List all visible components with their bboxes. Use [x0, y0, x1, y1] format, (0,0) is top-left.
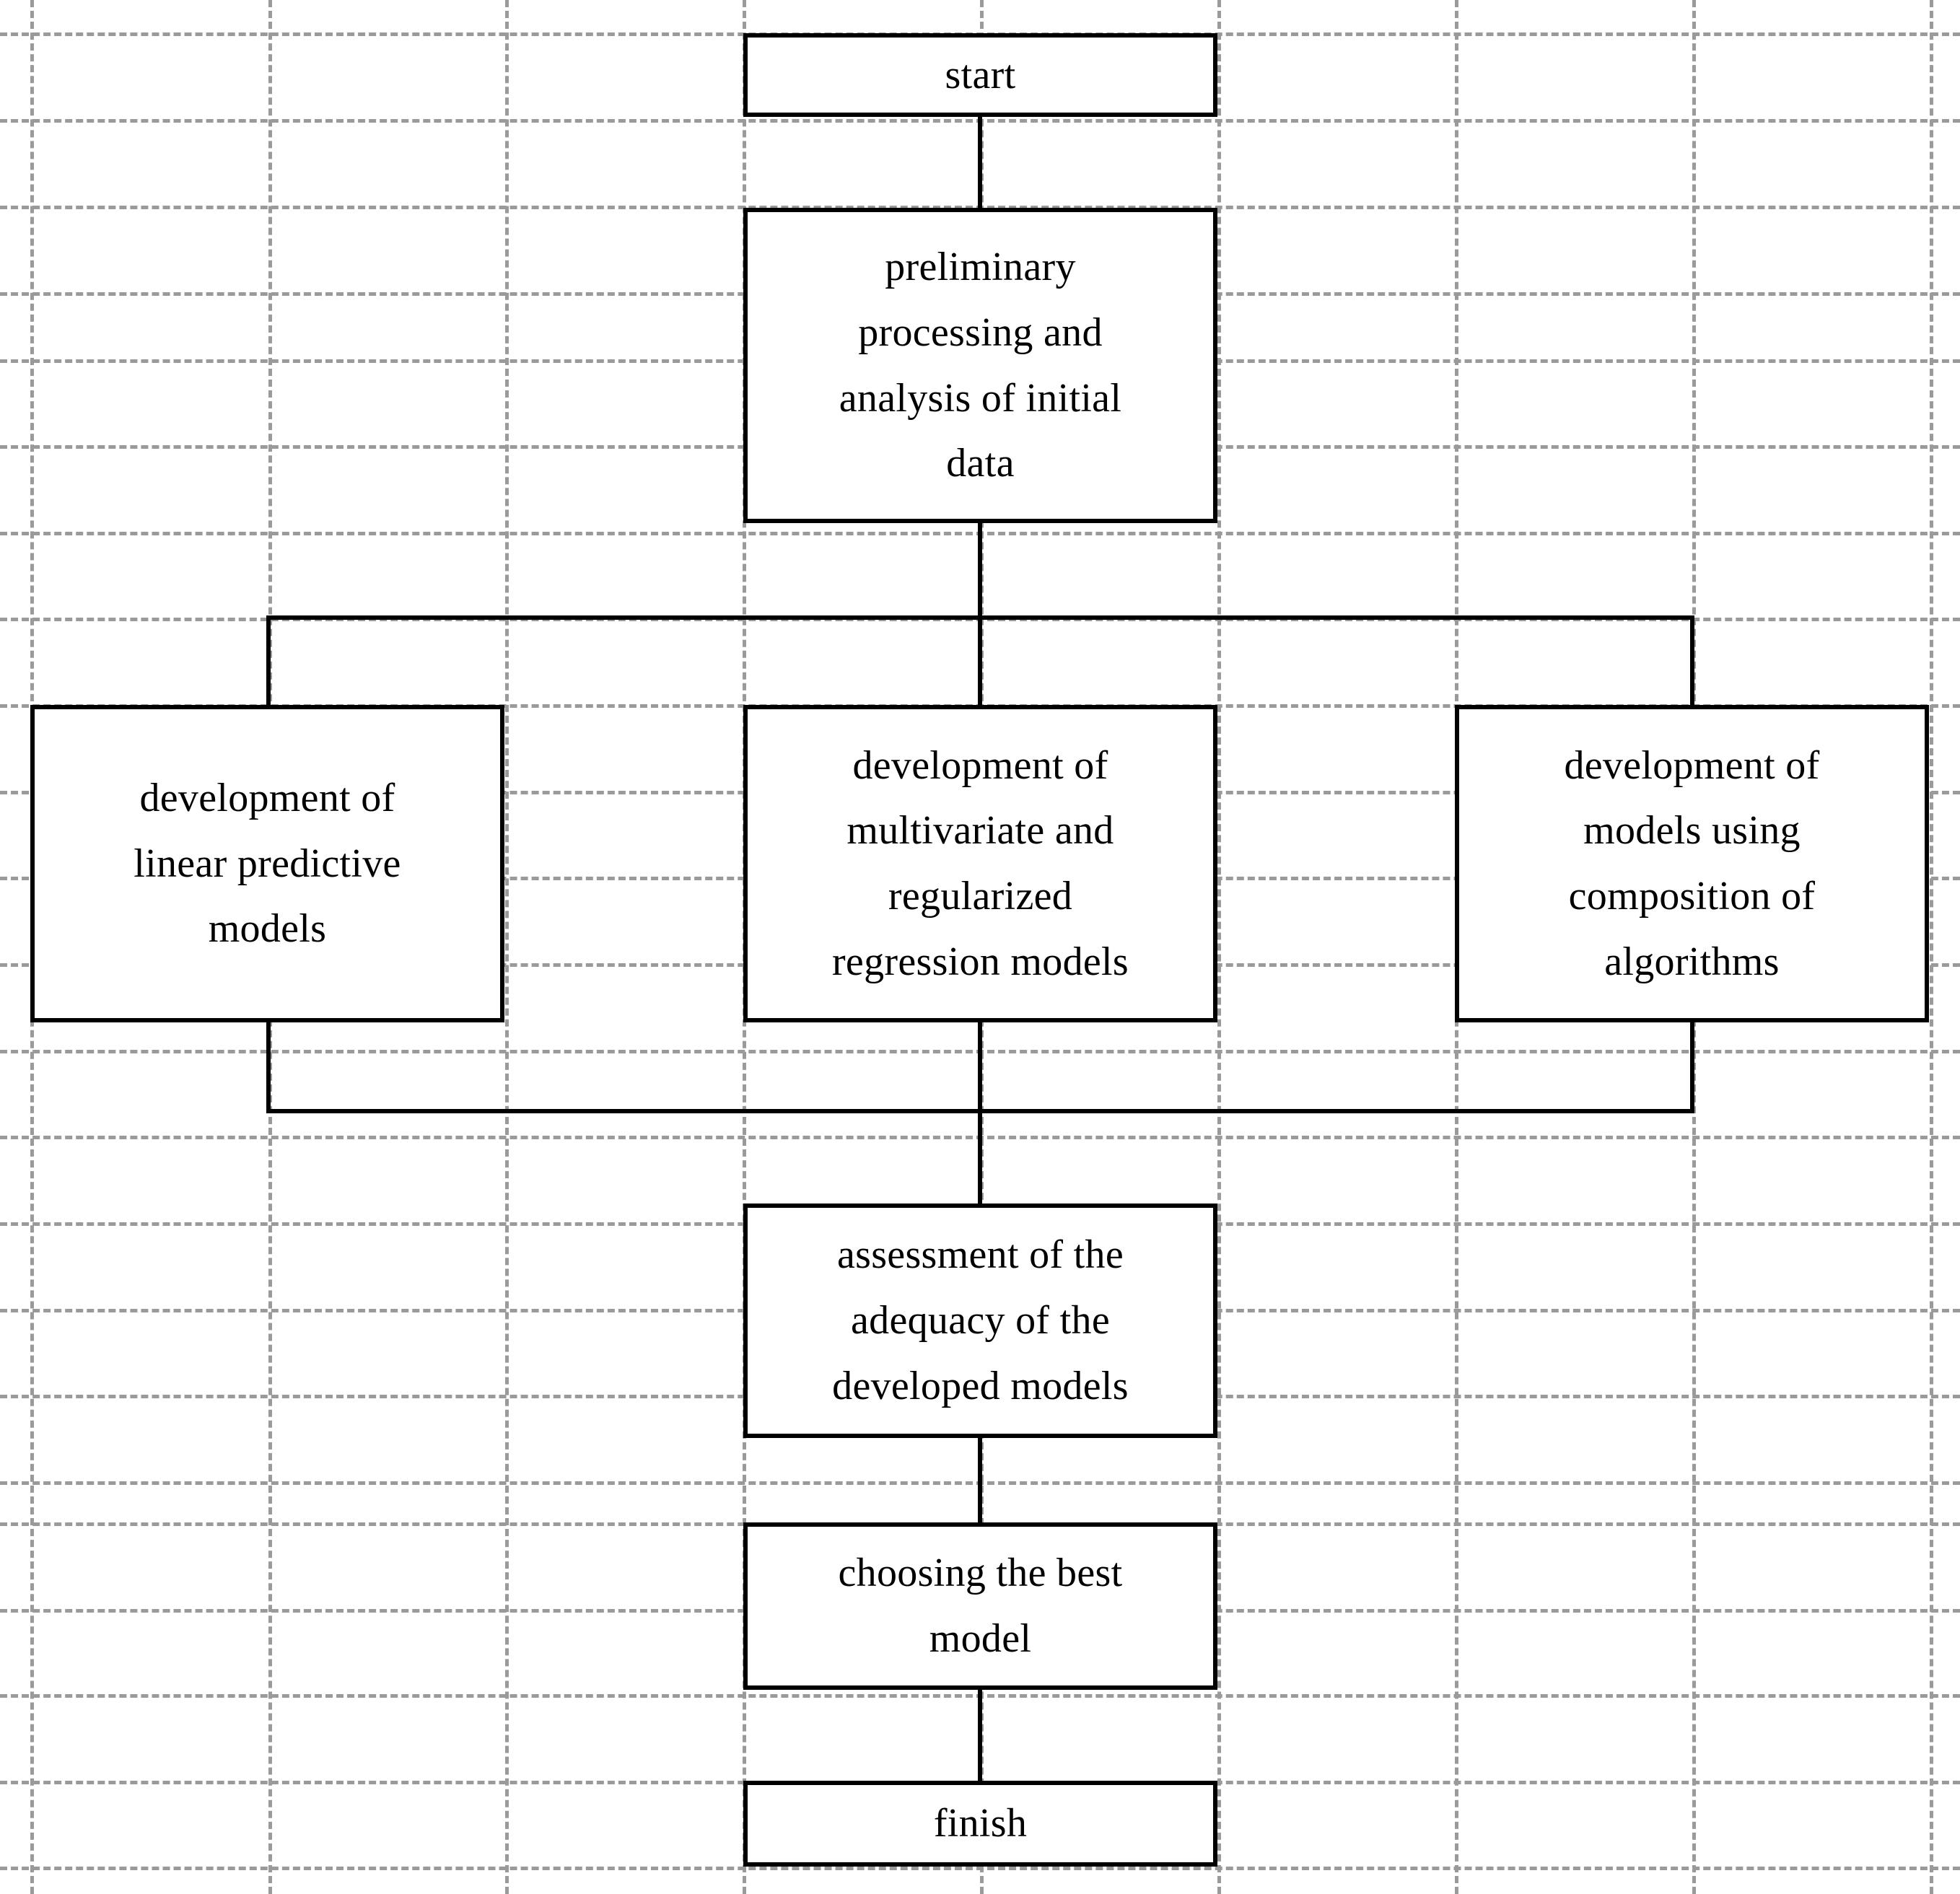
grid-line-horizontal [0, 1867, 1960, 1870]
edge-preprocess-to-branch [978, 522, 982, 620]
edge-branch-to-linear [266, 615, 271, 706]
grid-line-vertical [1930, 0, 1933, 1894]
edge-branch-to-multivariate [978, 615, 982, 706]
edge-branch-to-composition [1690, 615, 1694, 706]
node-finish-label: finish [933, 1801, 1028, 1846]
node-assessment-of-adequacy-label: assessment of the adequacy of the develo… [832, 1232, 1129, 1408]
node-choosing-best-model[interactable]: choosing the best model [743, 1522, 1217, 1690]
node-preliminary-processing-label: preliminary processing and analysis of i… [839, 245, 1122, 486]
node-composition-of-algorithms[interactable]: development of models using composition … [1455, 705, 1929, 1022]
node-composition-of-algorithms-label: development of models using composition … [1564, 742, 1820, 984]
node-start[interactable]: start [743, 33, 1217, 117]
grid-line-vertical [505, 0, 509, 1894]
edge-assessment-to-choosing [978, 1436, 982, 1522]
edge-choosing-to-finish [978, 1688, 982, 1782]
node-finish[interactable]: finish [743, 1781, 1217, 1867]
node-multivariate-regularized-regression-label: development of multivariate and regulari… [831, 742, 1129, 984]
node-multivariate-regularized-regression[interactable]: development of multivariate and regulari… [743, 705, 1217, 1022]
node-choosing-best-model-label: choosing the best model [838, 1551, 1123, 1661]
edge-linear-to-merge [266, 1022, 271, 1111]
edge-start-to-preprocess [978, 115, 982, 209]
node-start-label: start [945, 52, 1016, 97]
edge-composition-to-merge [1690, 1022, 1694, 1111]
node-linear-predictive-models[interactable]: development of linear predictive models [30, 705, 504, 1022]
node-linear-predictive-models-label: development of linear predictive models [134, 775, 401, 952]
node-preliminary-processing[interactable]: preliminary processing and analysis of i… [743, 208, 1217, 523]
edge-merge-to-assessment [978, 1109, 982, 1204]
edge-multivariate-to-merge [978, 1022, 982, 1111]
node-assessment-of-adequacy[interactable]: assessment of the adequacy of the develo… [743, 1204, 1217, 1438]
grid-line-vertical [1217, 0, 1221, 1894]
